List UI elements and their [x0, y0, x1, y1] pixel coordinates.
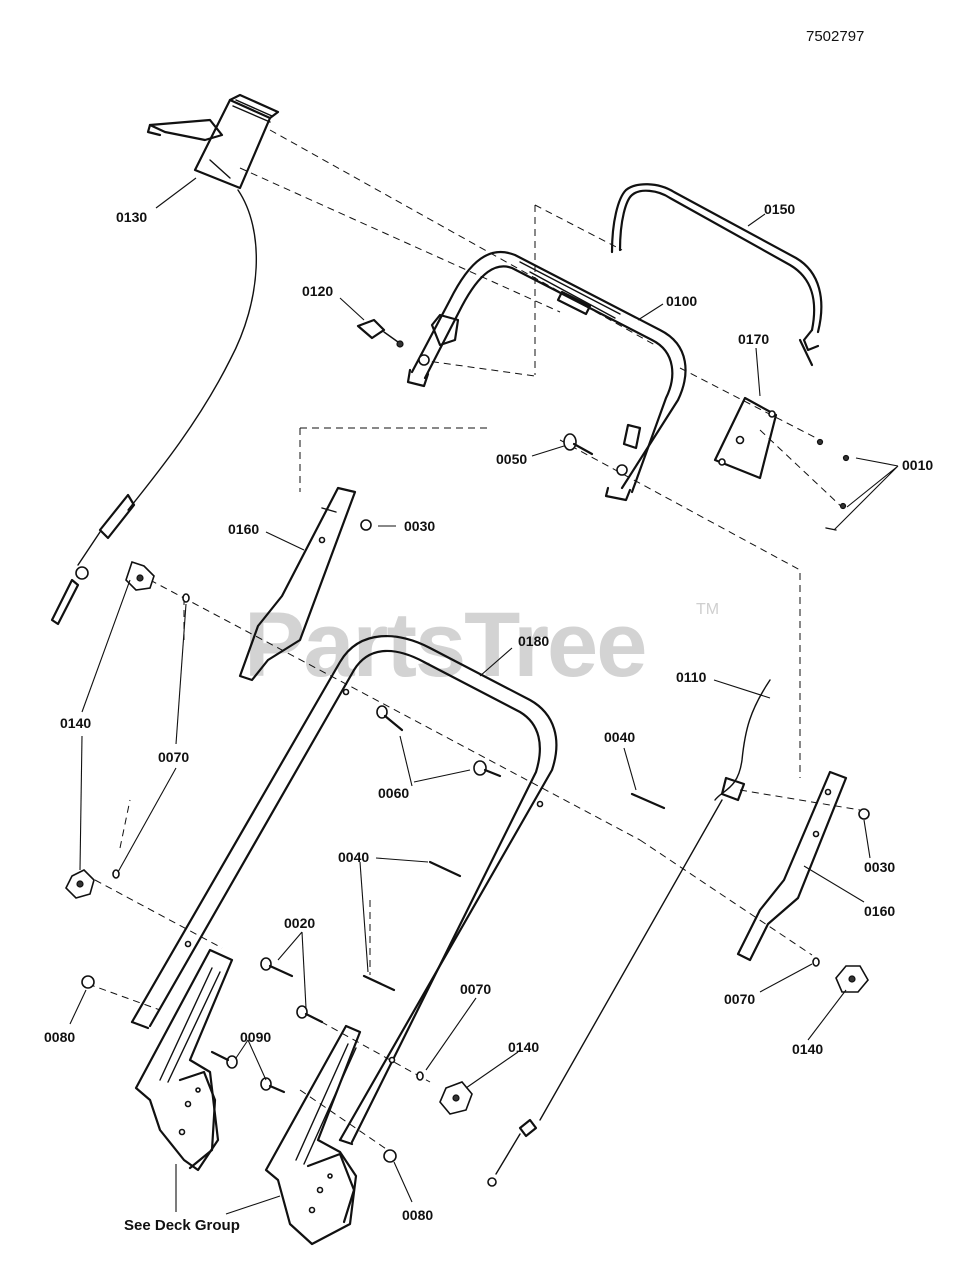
callout-0070-center[interactable]: 0070 — [460, 981, 491, 997]
callout-0080-bottom[interactable]: 0080 — [402, 1207, 433, 1223]
callout-0080-left[interactable]: 0080 — [44, 1029, 75, 1045]
callout-0090[interactable]: 0090 — [240, 1029, 271, 1045]
part-0150-bail-bar[interactable] — [610, 183, 823, 367]
see-deck-group-note[interactable]: See Deck Group — [124, 1217, 240, 1234]
part-0110-cable[interactable] — [487, 679, 771, 1187]
part-0010-screws[interactable] — [816, 438, 850, 531]
part-0140-knob-right[interactable] — [835, 965, 869, 993]
callout-0120[interactable]: 0120 — [302, 283, 333, 299]
callout-0100[interactable]: 0100 — [666, 293, 697, 309]
callout-0040-center[interactable]: 0040 — [338, 849, 369, 865]
callout-0040-right[interactable]: 0040 — [604, 729, 635, 745]
part-0030-nut-right[interactable] — [858, 808, 870, 820]
callout-0060[interactable]: 0060 — [378, 785, 409, 801]
part-0060-bolts[interactable] — [376, 705, 502, 778]
part-0020-bolts[interactable] — [260, 957, 324, 1024]
part-0100-upper-handle[interactable] — [406, 250, 687, 502]
callout-0070-right[interactable]: 0070 — [724, 991, 755, 1007]
part-0130-control-box[interactable] — [50, 93, 280, 626]
callout-0140-right[interactable]: 0140 — [792, 1041, 823, 1057]
callout-0110[interactable]: 0110 — [676, 669, 707, 685]
callout-0170[interactable]: 0170 — [738, 331, 769, 347]
part-0040-pins[interactable] — [362, 792, 666, 992]
watermark: PartsTree TM — [244, 594, 719, 696]
callout-labels: 0130 0150 0120 0100 0170 0010 0050 0160 … — [44, 201, 933, 1223]
part-0030-nut-upper[interactable] — [360, 519, 372, 531]
part-0070-washers[interactable] — [112, 593, 820, 1081]
callout-0140-center[interactable]: 0140 — [508, 1039, 539, 1055]
callout-0160-right[interactable]: 0160 — [864, 903, 895, 919]
document-id: 7502797 — [806, 28, 864, 45]
part-0180-lower-handle[interactable] — [130, 634, 558, 1146]
part-0120-cable-link[interactable] — [356, 318, 404, 348]
callout-0140-upper[interactable]: 0140 — [60, 715, 91, 731]
callout-0050[interactable]: 0050 — [496, 451, 527, 467]
callout-0160-upper[interactable]: 0160 — [228, 521, 259, 537]
assembly-lines — [87, 129, 861, 1156]
part-0080-nuts[interactable] — [81, 975, 397, 1163]
callout-0010[interactable]: 0010 — [902, 457, 933, 473]
part-0140-knob-left[interactable] — [65, 869, 95, 899]
callout-0150[interactable]: 0150 — [764, 201, 795, 217]
part-0160-left-bracket[interactable] — [238, 486, 357, 682]
callout-0070-upper[interactable]: 0070 — [158, 749, 189, 765]
part-0140-knob-center[interactable] — [439, 1081, 473, 1115]
part-0160-right-bracket[interactable] — [736, 770, 848, 962]
callout-0020[interactable]: 0020 — [284, 915, 315, 931]
callout-0030-right[interactable]: 0030 — [864, 859, 895, 875]
callout-0180[interactable]: 0180 — [518, 633, 549, 649]
watermark-trademark: TM — [696, 601, 719, 618]
part-0090-screws[interactable] — [210, 1050, 286, 1094]
part-0170-bracket[interactable] — [713, 396, 778, 480]
part-0140-knob-upper[interactable] — [125, 560, 155, 591]
leader-lines — [69, 177, 899, 1215]
deck-bracket-left — [134, 948, 234, 1172]
callout-0130[interactable]: 0130 — [116, 209, 147, 225]
watermark-text: PartsTree — [244, 594, 645, 696]
deck-bracket-right — [264, 1024, 362, 1246]
part-0050-bolt[interactable] — [563, 433, 594, 456]
callout-0030-upper[interactable]: 0030 — [404, 518, 435, 534]
